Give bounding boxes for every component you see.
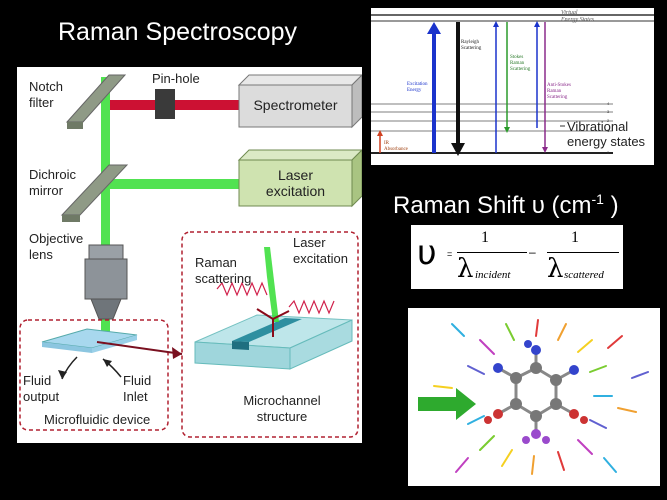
laser-beam-horizontal: [110, 179, 240, 189]
spectrometer-box: [238, 84, 353, 128]
inset-laser-excitation-label: Laser excitation: [293, 235, 348, 266]
incident-arrow-head: [456, 388, 476, 420]
formula-sub-incident: incident: [475, 269, 511, 281]
stokes-label: Stokes Raman Scattering: [510, 55, 531, 72]
page-title: Raman Spectroscopy: [58, 18, 298, 46]
raman-shift-close: ): [603, 192, 619, 219]
level-3: 3: [607, 109, 610, 114]
notch-filter-shape: [65, 74, 127, 123]
fluid-inlet-label: Fluid Inlet: [123, 373, 152, 404]
microfluidic-device-box: [19, 319, 169, 431]
zoom-arrow: [96, 341, 183, 355]
fraction-bar-1: [457, 252, 527, 253]
raman-shift-formula: υ = 1 λ incident – 1 λ scattered: [411, 225, 623, 289]
dichroic-mirror-edge: [62, 215, 80, 222]
spectrometer-label: Spectrometer: [253, 97, 338, 113]
raman-shift-text: Raman Shift υ (cm: [393, 192, 592, 219]
channel: [232, 318, 302, 342]
objective-lens-tip: [90, 298, 122, 320]
microfluidic-device-label: Microfluidic device: [44, 412, 151, 427]
laser-beam-vertical: [101, 77, 110, 339]
raman-shift-title: Raman Shift υ (cm-1 ): [393, 191, 619, 220]
formula-lambda-1: λ: [457, 254, 474, 284]
formula-numerator-2: 1: [571, 229, 579, 246]
microchannel-box: [181, 231, 359, 438]
notch-filter-edge: [67, 122, 83, 129]
formula-lambda-2: λ: [547, 254, 564, 284]
excitation-energy-label: Excitation Energy: [407, 82, 428, 93]
level-2: 2: [607, 118, 610, 123]
formula-upsilon: υ: [417, 233, 437, 273]
objective-lens-label: Objective lens: [29, 231, 84, 262]
objective-lens-body: [84, 258, 128, 300]
fluid-output-label: Fluid output: [23, 373, 60, 404]
raman-wave-left: [216, 281, 268, 297]
raman-setup-diagram: Notch filter Pin-hole Spectrometer Dichr…: [17, 67, 364, 443]
ir-absorbance-label: IR Absorbance: [384, 141, 408, 152]
level-1: 1: [607, 128, 610, 133]
notch-filter-label: Notch filter: [29, 79, 63, 110]
raman-scattering-label: Raman scattering: [195, 255, 252, 286]
dichroic-mirror-label: Dichroic mirror: [29, 167, 76, 198]
raman-wave-right: [288, 299, 335, 315]
raman-shift-exponent: -1: [591, 191, 604, 207]
laser-excitation-label: Laser excitation: [265, 167, 326, 199]
scattered-beam: [110, 100, 245, 110]
pin-hole-label: Pin-hole: [152, 71, 200, 86]
objective-lens-top: [88, 244, 124, 260]
formula-numerator-1: 1: [481, 229, 489, 246]
rayleigh-label: Rayleigh Scattering: [461, 40, 482, 51]
vibrational-energy-label: Vibrational energy states: [567, 119, 646, 149]
molecule-scattering-illustration: [408, 308, 660, 486]
formula-minus: –: [529, 245, 536, 259]
energy-level-diagram: Virtual Energy States Rayleigh Scatterin…: [371, 8, 654, 165]
incident-arrow-body: [418, 397, 456, 411]
anti-stokes-label: Anti-Stokes Raman Scattering: [547, 83, 571, 100]
formula-sub-scattered: scattered: [564, 269, 604, 281]
level-0: 0: [607, 150, 610, 155]
virtual-states-label: Virtual Energy States: [561, 10, 594, 23]
microchannel-structure-label: Microchannel structure: [243, 393, 321, 424]
formula-equals: =: [447, 249, 453, 259]
fraction-bar-2: [547, 252, 619, 253]
inset-laser-beam: [264, 247, 279, 322]
pin-hole-shape: [155, 89, 175, 119]
level-4: 4: [607, 101, 610, 106]
